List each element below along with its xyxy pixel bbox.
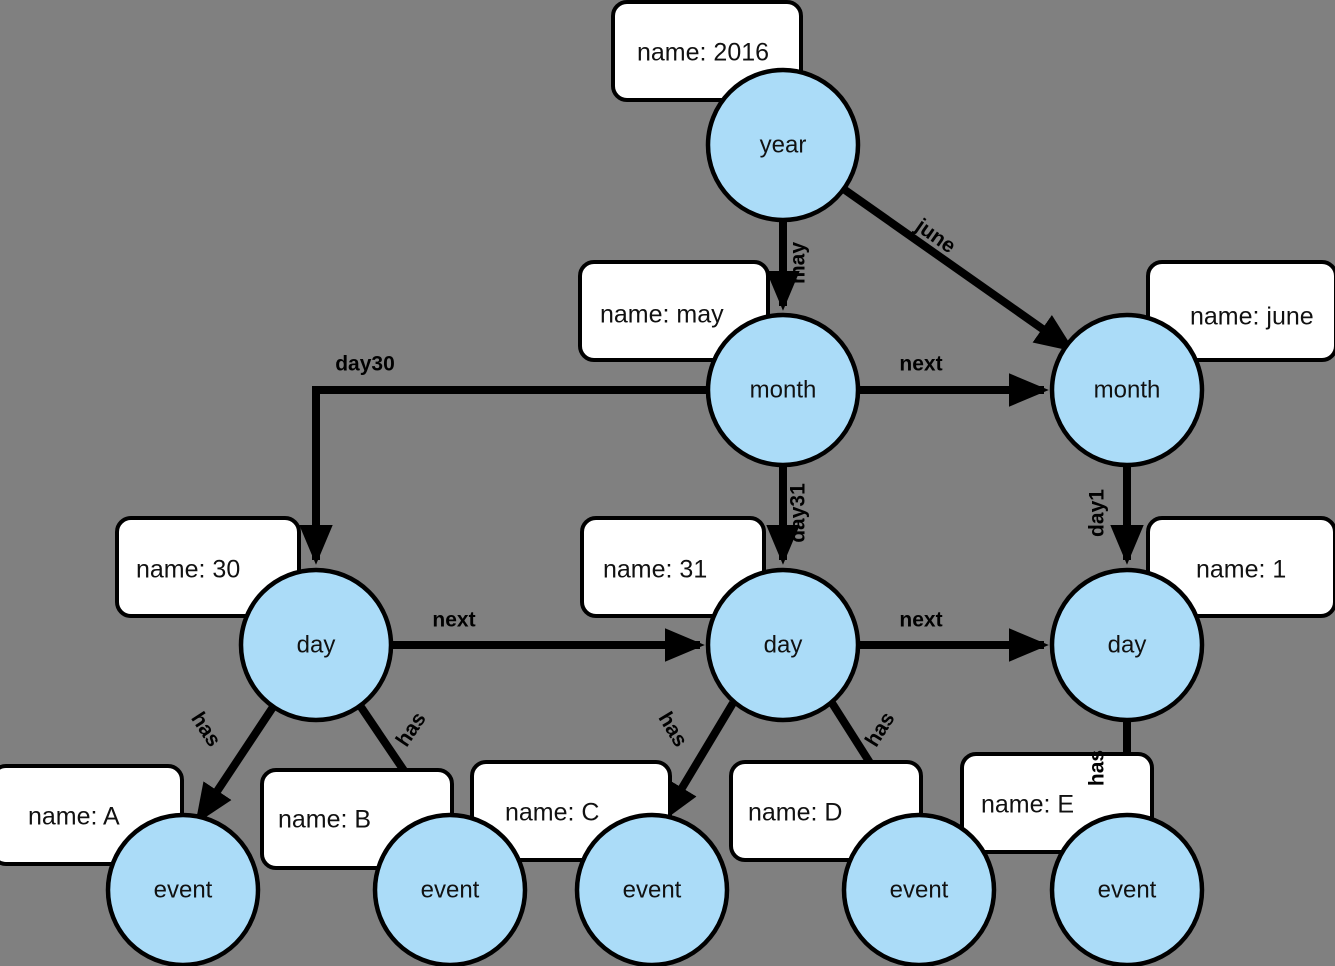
node-circle[interactable] [105, 812, 261, 966]
edge-year-june [842, 186, 1075, 353]
property-box-rect [1146, 516, 1335, 618]
edge-label-day30-has-A: has [186, 708, 225, 751]
node-label: month [750, 376, 817, 403]
node-day1[interactable]: day [1049, 567, 1205, 723]
property-box-label: name: june [1190, 303, 1314, 331]
property-box-label: name: 31 [603, 556, 707, 584]
edge-label-june-day1: day1 [1086, 489, 1109, 537]
property-box-rect [1146, 260, 1335, 362]
node-circle[interactable] [372, 812, 528, 966]
node-label: year [760, 131, 807, 158]
node-label: day [764, 631, 803, 658]
property-box-label: name: E [981, 791, 1074, 819]
node-label: event [1098, 876, 1157, 903]
edge-path [194, 704, 277, 824]
property-box-rect [115, 516, 301, 618]
node-circle[interactable] [1049, 812, 1205, 966]
edge-label-may-next-june: next [899, 353, 942, 376]
property-box-label: name: 30 [136, 556, 240, 584]
node-circle[interactable] [705, 567, 861, 723]
node-circle[interactable] [1049, 312, 1205, 468]
node-label: event [623, 876, 682, 903]
node-label: event [421, 876, 480, 903]
node-circle[interactable] [841, 812, 997, 966]
node-eventE[interactable]: event [1049, 812, 1205, 966]
node-circle[interactable] [238, 567, 394, 723]
edge-path [842, 186, 1075, 353]
node-label: event [890, 876, 949, 903]
node-label: day [297, 631, 336, 658]
node-monthJune[interactable]: month [1049, 312, 1205, 468]
edge-path [299, 386, 708, 565]
property-box-label: name: A [28, 803, 120, 831]
edge-label-day1-has-E: has [1086, 750, 1109, 786]
node-eventB[interactable]: event [372, 812, 528, 966]
property-boxes-layer: name: 2016 name: may name: june name: 30 nam… [0, 0, 1335, 870]
node-circle[interactable] [705, 312, 861, 468]
property-box-label: name: 2016 [637, 39, 769, 67]
node-circle[interactable] [1049, 567, 1205, 723]
property-box-label: name: 1 [1196, 556, 1286, 584]
node-day30[interactable]: day [238, 567, 394, 723]
edge-day30-has-A [194, 704, 277, 824]
edge-label-day31-has-C: has [654, 708, 692, 751]
property-box-label: name: B [278, 806, 371, 834]
node-eventD[interactable]: event [841, 812, 997, 966]
node-day31[interactable]: day [705, 567, 861, 723]
property-box-rect [580, 516, 766, 618]
edge-day31-has-C [660, 700, 737, 823]
property-box-monthMay: name: may [578, 260, 770, 362]
edge-path [660, 700, 737, 823]
edge-label-day30-next-day31: next [432, 609, 475, 632]
property-box-day30: name: 30 [115, 516, 301, 618]
edge-label-year-may: may [787, 242, 810, 284]
property-box-rect [578, 260, 770, 362]
property-box-day31: name: 31 [580, 516, 766, 618]
property-box-label: name: C [505, 799, 599, 827]
property-box-label: name: may [600, 301, 724, 329]
node-eventA[interactable]: event [105, 812, 261, 966]
edge-label-may-day30: day30 [335, 353, 395, 376]
property-box-day1: name: 1 [1146, 516, 1335, 618]
edge-label-day31-next-day1: next [899, 609, 942, 632]
nodes-layer: year month month day day day event event event ev… [105, 67, 1205, 966]
node-circle[interactable] [574, 812, 730, 966]
edge-label-may-day31: day31 [787, 483, 810, 543]
node-circle[interactable] [705, 67, 861, 223]
property-box-monthJune: name: june [1146, 260, 1335, 362]
node-label: event [154, 876, 213, 903]
node-label: month [1094, 376, 1161, 403]
property-box-label: name: D [748, 799, 842, 827]
node-eventC[interactable]: event [574, 812, 730, 966]
node-label: day [1108, 631, 1147, 658]
node-monthMay[interactable]: month [705, 312, 861, 468]
edge-label-day31-has-D: has [861, 708, 900, 751]
edge-label-day30-has-B: has [392, 708, 431, 751]
node-year2016[interactable]: year [705, 67, 861, 223]
edge-may-day30 [299, 386, 708, 565]
